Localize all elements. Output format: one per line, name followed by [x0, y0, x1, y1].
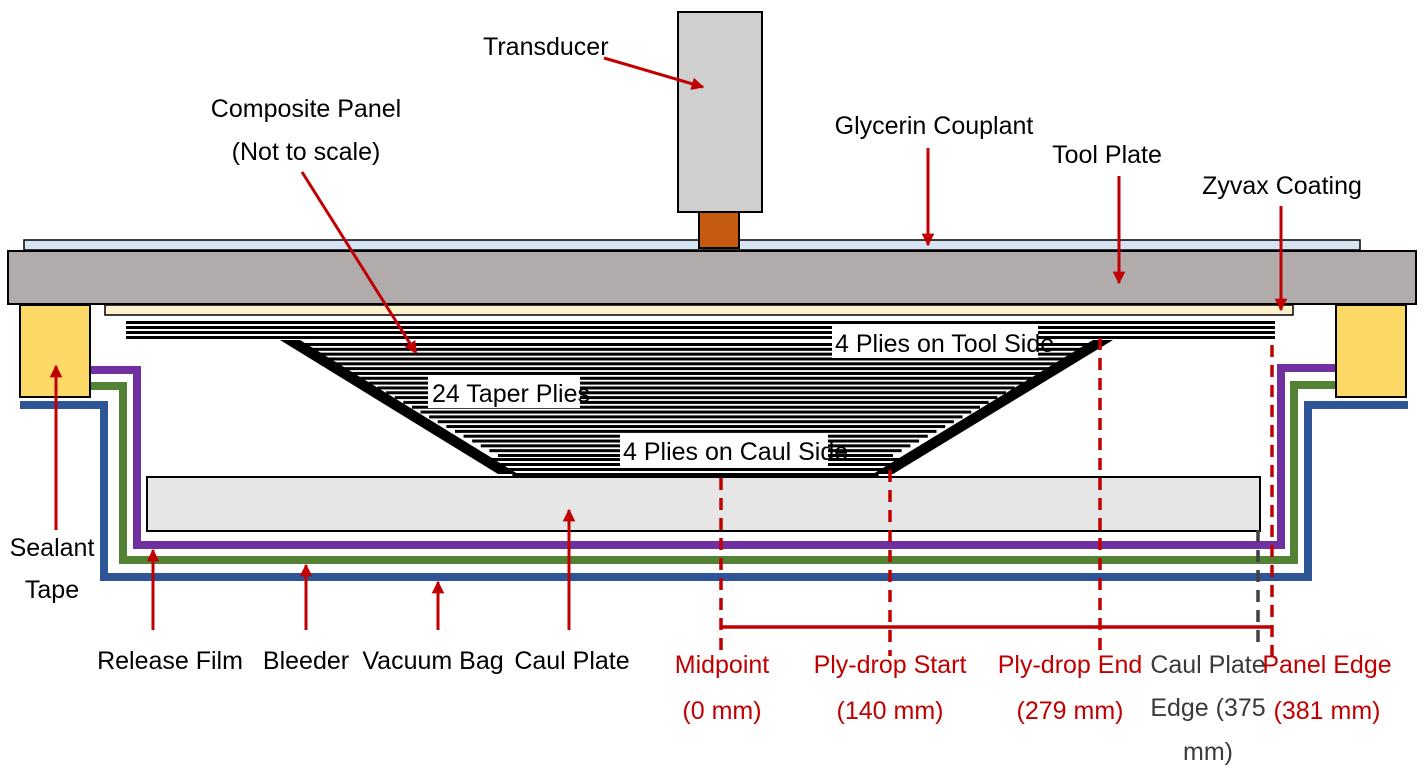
- position-markers: [719, 338, 1274, 656]
- ply-taper: [429, 415, 963, 419]
- vacuum-bag-label: Vacuum Bag: [362, 647, 503, 675]
- taper-label-bg: [428, 376, 580, 408]
- caul-side-label-bg: [620, 434, 828, 466]
- ply-taper: [334, 362, 1059, 366]
- bag-layers: [20, 364, 1408, 581]
- ply-caul-side: [504, 468, 887, 471]
- plies-caul-side-label: 4 Plies on Caul Side: [623, 438, 848, 466]
- bleeder: [86, 381, 1336, 564]
- transducer-arrow: [603, 56, 705, 90]
- ply-drop-start-label-line1: Ply-drop Start: [814, 651, 967, 679]
- ply-tool-side: [126, 336, 1275, 339]
- caul-plate: [146, 476, 1261, 532]
- vacuum-bag: [20, 401, 1408, 581]
- ply-taper: [403, 400, 989, 404]
- ply-taper: [300, 343, 1093, 346]
- composite-panel-arrow: [300, 171, 418, 355]
- ply-taper: [351, 371, 1041, 375]
- ply-tool-side: [126, 321, 1275, 324]
- zyvax-coating-label: Zyvax Coating: [1202, 172, 1362, 200]
- label-arrows: [49, 56, 1288, 630]
- ply-taper: [343, 367, 1050, 371]
- composite-panel-label-line1: Composite Panel: [211, 95, 401, 123]
- transducer-tip: [698, 211, 740, 249]
- ply-taper: [420, 410, 972, 414]
- ply-taper: [360, 376, 1033, 380]
- ply-drop-end-label-line1: Ply-drop End: [998, 651, 1143, 679]
- ply-taper: [368, 381, 1024, 385]
- caul-plate-edge-label-line3: mm): [1183, 738, 1233, 766]
- ply-caul-side: [512, 473, 879, 476]
- tool-plate: [7, 250, 1417, 305]
- composite-panel: [126, 321, 1275, 476]
- midpoint-label-line2: (0 mm): [682, 697, 761, 725]
- ply-taper: [377, 386, 1015, 390]
- ply-drop-end-label-line2: (279 mm): [1017, 697, 1124, 725]
- ply-tool-side: [126, 326, 1275, 329]
- caul-plate-edge-label-line2: Edge (375: [1150, 694, 1265, 722]
- ply-drop-left-edge: [280, 340, 518, 474]
- release-film: [90, 364, 1336, 549]
- plies-tool-side: [126, 321, 1275, 339]
- ply-taper: [394, 396, 998, 400]
- ply-taper: [437, 420, 954, 424]
- sealant-tape-label-line2: Tape: [25, 576, 79, 604]
- plies-tool-side-label: 4 Plies on Tool Side: [835, 330, 1054, 358]
- sealant-tape-label-line1: Sealant: [10, 534, 95, 562]
- ply-drop-right-edge: [873, 340, 1113, 474]
- glycerin-couplant-label: Glycerin Couplant: [835, 112, 1034, 140]
- midpoint-label-line1: Midpoint: [675, 651, 770, 679]
- tool-plate-label: Tool Plate: [1052, 141, 1162, 169]
- zyvax-coating-layer: [104, 304, 1294, 316]
- panel-edge-label-line2: (381 mm): [1274, 697, 1381, 725]
- taper-plies-label: 24 Taper Plies: [432, 380, 590, 408]
- ply-taper: [308, 347, 1085, 351]
- caul-plate-edge-label-line1: Caul Plate: [1150, 651, 1265, 679]
- release-film-label: Release Film: [97, 647, 243, 675]
- ply-taper: [446, 425, 946, 429]
- bleeder-label: Bleeder: [263, 647, 349, 675]
- ply-tool-side: [126, 331, 1275, 334]
- transducer-label: Transducer: [483, 33, 609, 61]
- tool-side-label-bg: [832, 326, 1038, 358]
- ply-drop-start-label-line2: (140 mm): [837, 697, 944, 725]
- glycerin-couplant-layer: [23, 239, 1361, 251]
- sealant-tape-right: [1335, 304, 1407, 398]
- ply-taper: [325, 357, 1067, 361]
- panel-edge-label-line1: Panel Edge: [1262, 651, 1391, 679]
- caul-plate-label: Caul Plate: [514, 647, 629, 675]
- ply-taper: [411, 405, 980, 409]
- ply-taper: [454, 429, 937, 433]
- ply-taper: [386, 391, 1007, 395]
- ply-taper: [317, 352, 1076, 356]
- transducer-body: [677, 11, 763, 213]
- composite-panel-label-line2: (Not to scale): [232, 138, 381, 166]
